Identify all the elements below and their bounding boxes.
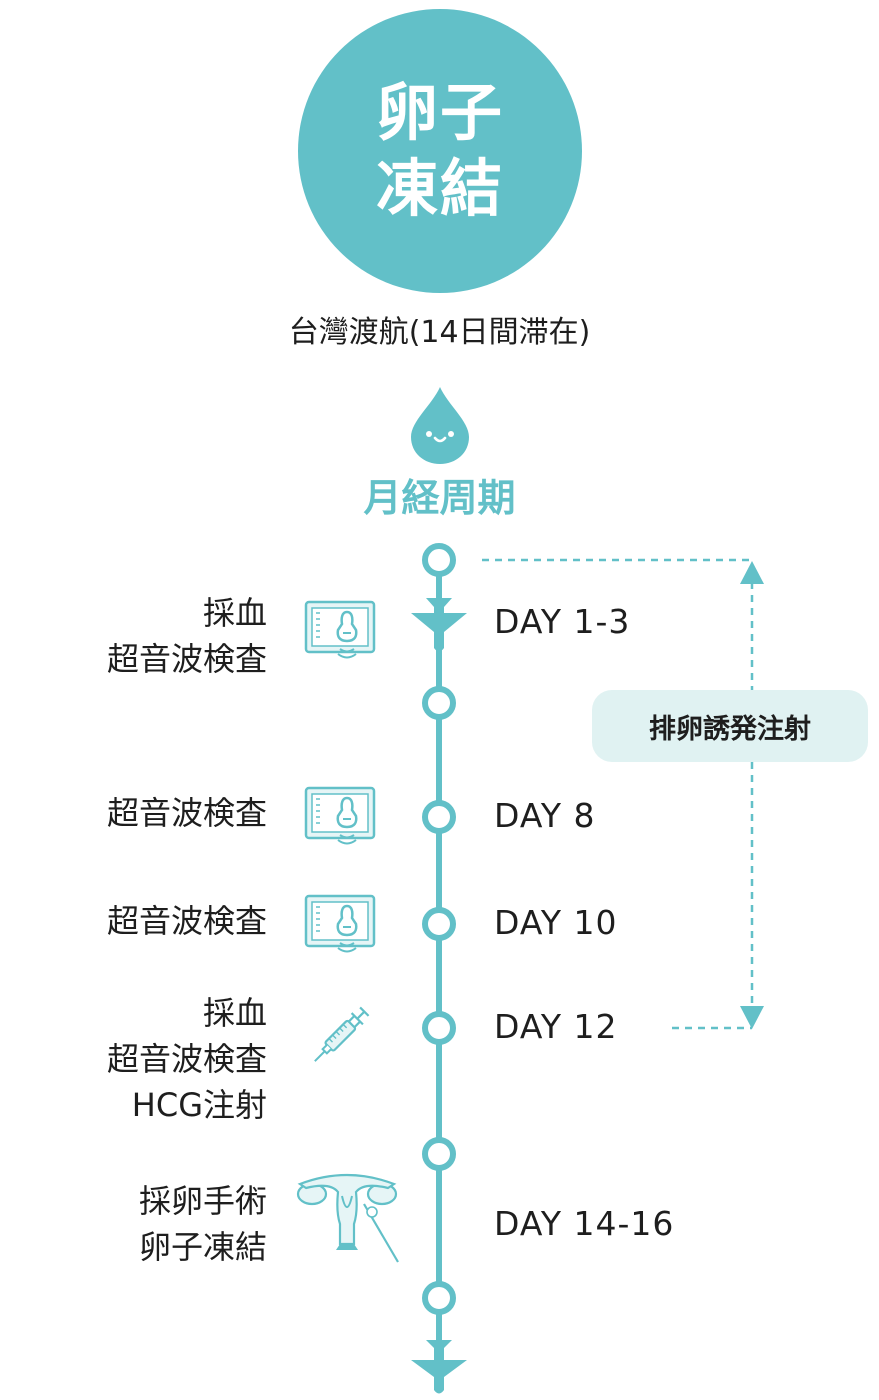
procedure-text: 超音波検査 <box>106 1040 267 1078</box>
airplane-arrival-icon <box>411 598 467 652</box>
ultrasound-monitor-icon <box>304 600 376 659</box>
timeline-node <box>422 543 456 577</box>
menstrual-cycle-label: 月経周期 <box>363 476 516 520</box>
title-line-1: 卵子 <box>375 76 504 149</box>
title-circle: 卵子 凍結 <box>298 9 582 293</box>
timeline-node <box>422 1281 456 1315</box>
procedure-text: 超音波検査 <box>106 794 267 832</box>
timeline-node <box>422 686 456 720</box>
blood-drop-icon <box>411 387 469 464</box>
timeline-node <box>422 1137 456 1171</box>
arrow-down-icon <box>740 1006 764 1029</box>
step-5-procedures: 採卵手術 卵子凍結 <box>17 1178 267 1270</box>
title-line-2: 凍結 <box>375 152 504 225</box>
procedure-text: 採卵手術 <box>138 1182 267 1220</box>
step-3-procedures: 超音波検査 <box>17 898 267 944</box>
procedure-text: 卵子凍結 <box>138 1228 267 1266</box>
procedure-text: 採血 <box>202 594 267 632</box>
uterus-icon <box>296 1173 399 1263</box>
step-2-procedures: 超音波検査 <box>17 790 267 836</box>
day-label: DAY 1-3 <box>494 602 631 641</box>
day-label: DAY 8 <box>494 796 596 835</box>
ultrasound-monitor-icon <box>304 894 376 953</box>
day-label: DAY 12 <box>494 1007 618 1046</box>
timeline-node <box>422 1011 456 1045</box>
procedure-text: 超音波検査 <box>106 640 267 678</box>
title: 卵子 凍結 <box>376 75 504 227</box>
procedure-text: 採血 <box>202 994 267 1032</box>
day-label: DAY 14-16 <box>494 1204 675 1243</box>
day-label: DAY 10 <box>494 903 618 942</box>
syringe-icon <box>314 1006 370 1062</box>
ovulation-induction-label: 排卵誘発注射 <box>592 690 868 762</box>
procedure-text: 超音波検査 <box>106 902 267 940</box>
step-4-procedures: 採血 超音波検査 HCG注射 <box>17 990 267 1128</box>
injection-period-bracket <box>482 558 754 1030</box>
subtitle: 台灣渡航(14日間滞在) <box>288 315 591 350</box>
procedure-text: HCG注射 <box>131 1086 267 1124</box>
step-1-procedures: 採血 超音波検査 <box>17 590 267 682</box>
ultrasound-monitor-icon <box>304 786 376 845</box>
timeline-node <box>422 543 456 1315</box>
timeline-node <box>422 800 456 834</box>
timeline-node <box>422 907 456 941</box>
airplane-departure-icon <box>411 1340 467 1394</box>
arrow-up-icon <box>740 561 764 584</box>
